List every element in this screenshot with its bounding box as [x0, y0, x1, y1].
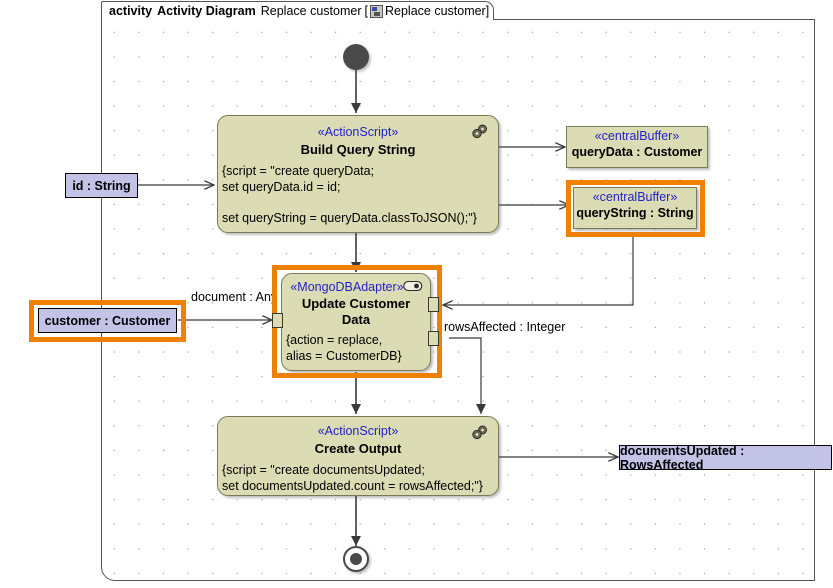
action-create-output[interactable]: «ActionScript» Create Output {script = "… — [217, 416, 499, 496]
central-buffer-name: queryString : String — [576, 206, 694, 220]
stereotype-label: «centralBuffer» — [592, 190, 678, 204]
action-body: {script = "create queryData; set queryDa… — [222, 164, 477, 225]
central-buffer-querystring[interactable]: «centralBuffer» queryString : String — [573, 187, 697, 229]
pill-icon — [403, 280, 423, 292]
activity-final-node[interactable] — [343, 546, 369, 572]
stereotype-label: «centralBuffer» — [594, 129, 680, 143]
frame-keyword: activity — [109, 4, 153, 18]
action-name: Build Query String — [300, 142, 416, 157]
final-node-core — [350, 553, 362, 565]
gear-icon — [472, 425, 487, 440]
action-update-customer-data[interactable]: «MongoDBAdapter» Update Customer Data {a… — [281, 273, 431, 371]
activity-diagram-icon — [369, 4, 383, 18]
parameter-documentsupdated[interactable]: documentsUpdated : RowsAffected — [619, 443, 832, 472]
frame-bracket-close: ] — [485, 4, 490, 18]
stereotype-label: «ActionScript» — [317, 125, 399, 139]
frame-bracket-open: [ — [364, 4, 368, 18]
diagram-frame-header: activity Activity Diagram Replace custom… — [101, 1, 495, 20]
action-build-query-string[interactable]: «ActionScript» Build Query String {scrip… — [217, 115, 499, 233]
stereotype-label: «MongoDBAdapter» — [290, 280, 404, 294]
input-pin-document[interactable] — [272, 313, 283, 328]
central-buffer-querydata[interactable]: «centralBuffer» queryData : Customer — [566, 126, 708, 168]
parameter-customer[interactable]: customer : Customer — [38, 308, 177, 333]
action-name: Create Output — [314, 441, 402, 456]
frame-type-label: Activity Diagram — [157, 4, 256, 18]
central-buffer-name: queryData : Customer — [571, 145, 703, 159]
stereotype-label: «ActionScript» — [317, 424, 399, 438]
edge-label-rowsaffected: rowsAffected : Integer — [444, 320, 566, 334]
output-pin-rowsaffected[interactable] — [428, 331, 439, 346]
initial-node[interactable] — [343, 44, 369, 70]
action-body: {action = replace, alias = CustomerDB} — [286, 333, 402, 363]
parameter-label: customer : Customer — [44, 313, 171, 328]
frame-name: Replace customer — [260, 4, 362, 18]
action-name: Update Customer Data — [301, 296, 411, 327]
parameter-label: id : String — [72, 178, 131, 193]
parameter-id-string[interactable]: id : String — [65, 173, 138, 198]
action-body: {script = "create documentsUpdated; set … — [222, 463, 483, 493]
frame-context-name: Replace customer — [384, 4, 486, 18]
input-pin-querystring[interactable] — [428, 297, 439, 312]
parameter-label: documentsUpdated : RowsAffected — [620, 443, 745, 472]
gear-icon — [472, 124, 487, 139]
edge-label-document: document : Any — [191, 290, 278, 304]
